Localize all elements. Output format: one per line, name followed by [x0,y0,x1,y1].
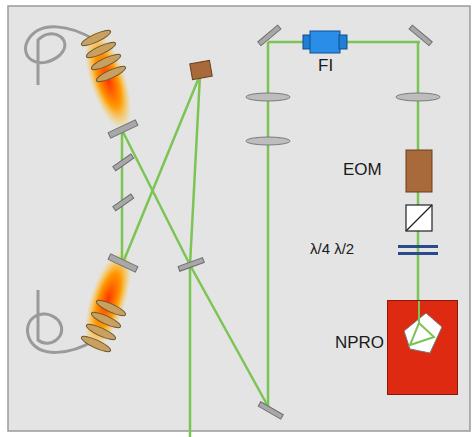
piezo-mirror [190,60,212,79]
node-label: NPRO [333,333,386,353]
gain-fiber-glow [75,25,141,135]
component-label: EOM [343,160,382,180]
polarizing-beam-splitter [406,205,432,231]
waveplate [398,245,438,255]
fiber [26,27,95,353]
laser-beam [122,42,420,437]
npro-crystal [388,301,459,396]
breadboard [8,6,470,431]
gain-fiber-glow [75,245,141,355]
eom-crystal [406,150,432,192]
component-label: FI [318,56,333,76]
lens-stack [80,28,127,355]
component-label: λ/4 λ/2 [310,240,354,257]
mirror [108,25,432,419]
lens [246,93,440,145]
faraday-isolator [303,31,347,53]
laser-source: NPRO [387,300,458,395]
